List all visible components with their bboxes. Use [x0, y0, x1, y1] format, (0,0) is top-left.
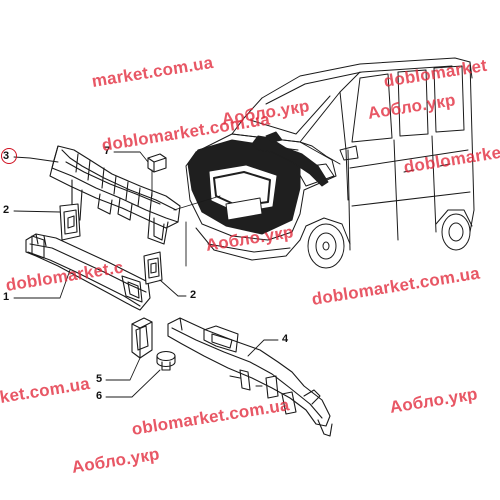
part-3-upper-crossmember	[49, 145, 181, 245]
van-beam-highlight-2	[265, 131, 283, 143]
callout-6: 6	[96, 390, 103, 402]
callout-5: 5	[96, 373, 103, 385]
callout-2-left: 2	[3, 204, 10, 216]
part-5-bracket	[131, 317, 153, 359]
leader-lines	[13, 151, 279, 398]
callout-1: 1	[3, 291, 10, 303]
callout-3: 3	[3, 150, 10, 162]
callout-3-highlight-circle	[1, 148, 17, 164]
callout-7: 7	[104, 145, 111, 157]
callout-2-right: 2	[190, 289, 197, 301]
part-1-bumper-beam	[25, 233, 151, 311]
callout-4: 4	[282, 333, 289, 345]
part-7-pad	[147, 153, 167, 173]
part-6-bolt	[156, 350, 176, 371]
part-2-bracket-right	[143, 251, 163, 285]
part-2-bracket-left	[59, 203, 81, 241]
van-front-panel-highlight	[187, 139, 301, 235]
part-4-lower-crossmember	[167, 317, 333, 437]
